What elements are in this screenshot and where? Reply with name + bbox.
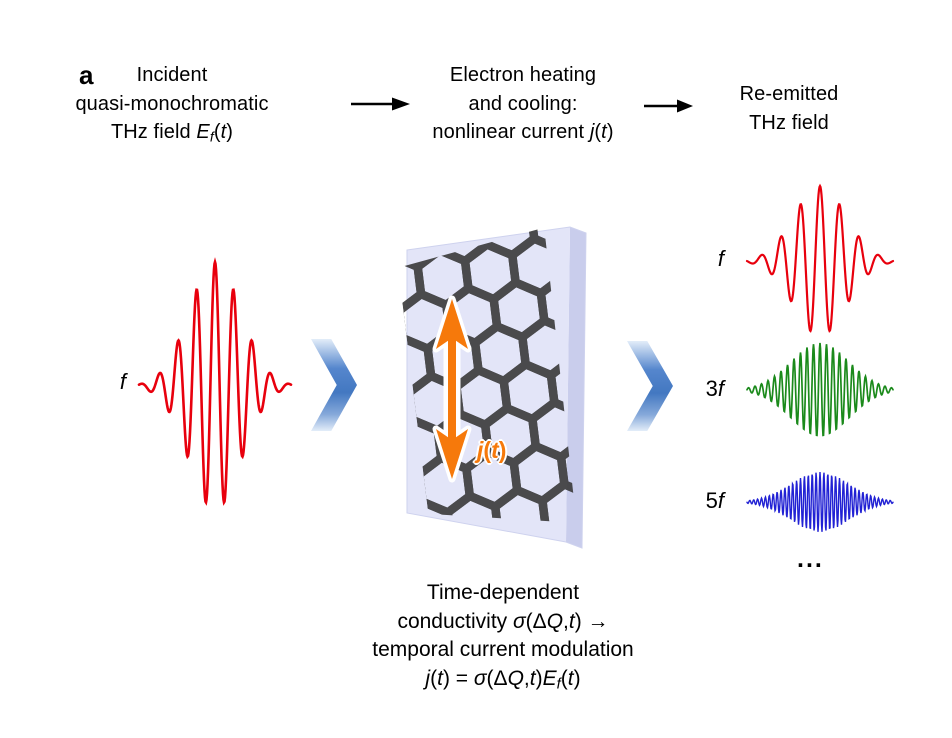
flow-step-line: and cooling:: [468, 92, 578, 115]
emitted-wave-label-3f: 3f: [705, 376, 724, 401]
emitted-waveform-f: [745, 183, 895, 333]
panel-label: a: [79, 60, 94, 90]
hexagon-cell: [556, 436, 581, 500]
graphene-sheet: [395, 224, 689, 574]
flow-step-line: Electron heating: [449, 64, 597, 86]
incident-waveform: [137, 257, 293, 506]
arrow-right-icon: [350, 95, 412, 113]
waveforms: [137, 183, 895, 532]
caption-line: conductivity σ(ΔQ,t) →: [397, 609, 609, 633]
caption: Time-dependent conductivity σ(ΔQ,t) → te…: [320, 579, 686, 699]
flow-step-heating: Electron heating and cooling: nonlinear …: [403, 61, 643, 147]
current-label: j(t): [477, 437, 507, 463]
flow-step-line: nonlinear current j(t): [432, 121, 614, 143]
hexagon-cell: [587, 268, 641, 328]
flow-step-line: THz field: [749, 111, 829, 134]
hexagon-cell: [605, 224, 659, 284]
hexagon-cell: [395, 377, 417, 441]
emitted-waveform-3f: [746, 342, 894, 437]
emitted-wave-label-f: f: [717, 246, 724, 271]
flow-step-incident: Incident quasi-monochromatic THz field E…: [47, 61, 297, 151]
current-arrow-icon: [432, 295, 472, 483]
caption-line: temporal current modulation: [372, 638, 634, 661]
hexagon-cell: [617, 514, 671, 574]
hexagon-cell: [607, 432, 661, 492]
hexagon-cell: [395, 227, 397, 277]
caption-line: Time-dependent: [426, 581, 580, 604]
hexagon-cell: [588, 476, 642, 536]
flow-step-line: Incident: [136, 64, 208, 86]
arrow-right-icon: [643, 97, 695, 115]
incident-wave-label: f: [119, 369, 126, 394]
hexagon-cell: [635, 470, 689, 530]
caption-line: j(t) = σ(ΔQ,t)Ef(t): [425, 666, 581, 693]
emitted-waveform-5f: [746, 471, 894, 532]
flow-step-reemitted: Re-emitted THz field: [719, 80, 859, 137]
hexagon-cell: [395, 295, 407, 359]
emitted-wave-label-5f: 5f: [705, 488, 724, 513]
hexagon-cell: [575, 392, 581, 456]
flow-step-line: quasi-monochromatic: [75, 92, 269, 115]
flow-step-line: Re-emitted: [739, 83, 839, 105]
flow-step-line: THz field Ef(t): [110, 121, 234, 145]
higher-harmonics-ellipsis: ...: [797, 545, 824, 573]
